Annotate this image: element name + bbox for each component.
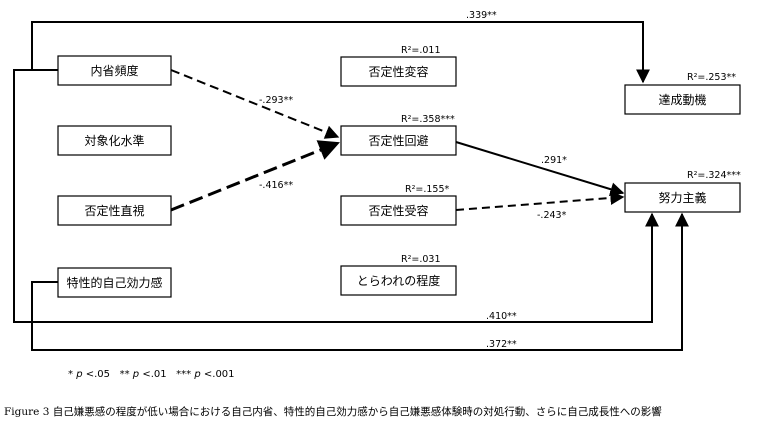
significance-legend: * p <.05 ** p <.01 *** p <.001 — [68, 369, 235, 380]
box-torawaren-label: とらわれの程度 — [357, 273, 440, 288]
box-torawaren: とらわれの程度 — [340, 265, 457, 296]
r2-juyou: R²=.155* — [405, 184, 450, 195]
figure-caption: Figure 3 自己嫌悪感の程度が低い場合における自己内省、特性的自己効力感か… — [4, 406, 662, 418]
box-hiteisei-henyou-label: 否定性変容 — [368, 64, 428, 79]
legend-sig2-val: <.01 — [142, 369, 167, 380]
box-naisei-label: 内省頻度 — [90, 63, 138, 78]
legend-sig3-p: p — [194, 369, 201, 380]
box-doryoku: 努力主義 — [624, 182, 741, 213]
path-coef-naisei-kaihi: -.293** — [259, 95, 293, 106]
r2-torawaren: R²=.031 — [401, 254, 441, 265]
path-line-tokusei-doryoku — [31, 212, 689, 351]
path-line-juyou-doryoku — [455, 190, 625, 211]
path-coef-kaihi-doryoku: .291* — [541, 155, 567, 166]
r2-tassei: R²=.253** — [687, 72, 736, 83]
box-tokuseiteki: 特性的自己効力感 — [57, 267, 172, 298]
path-coef-bottom2: .372** — [486, 339, 517, 350]
legend-sig2-stars: ** — [119, 369, 130, 380]
box-tassei-label: 達成動機 — [658, 92, 706, 107]
path-line-chokushi-kaihi — [170, 140, 340, 212]
path-line-kaihi-doryoku — [455, 141, 625, 197]
box-hiteisei-henyou: 否定性変容 — [340, 56, 457, 87]
path-coef-bottom1: .410** — [486, 311, 517, 322]
legend-sig1-stars: * — [68, 369, 73, 380]
r2-doryoku: R²=.324*** — [687, 170, 741, 181]
box-taishouka-label: 対象化水準 — [84, 133, 144, 148]
box-naisei: 内省頻度 — [57, 55, 172, 86]
legend-sig2-p: p — [132, 369, 140, 380]
box-hiteisei-chokushi: 否定性直視 — [57, 195, 172, 226]
box-hiteisei-chokushi-label: 否定性直視 — [84, 203, 144, 218]
legend-sig1-p: p — [76, 369, 83, 380]
legend-sig3-stars: *** — [176, 369, 192, 380]
box-hiteisei-juyou-label: 否定性受容 — [368, 203, 428, 218]
box-tokuseiteki-label: 特性的自己効力感 — [66, 275, 162, 290]
box-hiteisei-juyou: 否定性受容 — [340, 195, 457, 226]
r2-kaihi: R²=.358*** — [401, 114, 455, 125]
box-tassei: 達成動機 — [624, 84, 741, 115]
box-doryoku-label: 努力主義 — [658, 190, 706, 205]
path-coef-juyou-doryoku: -.243* — [537, 210, 567, 221]
path-coef-chokushi-kaihi: -.416** — [259, 180, 293, 191]
legend-sig1-val: <.05 — [85, 369, 111, 380]
path-line-naisei-kaihi — [170, 69, 340, 139]
box-taishouka: 対象化水準 — [57, 125, 172, 156]
path-line-naisei-doryoku — [13, 69, 659, 323]
r2-henyou: R²=.011 — [401, 45, 441, 56]
box-hiteisei-kaihi: 否定性回避 — [340, 125, 457, 156]
box-hiteisei-kaihi-label: 否定性回避 — [368, 133, 428, 148]
legend-sig3-val: <.001 — [203, 369, 235, 380]
path-coef-top: .339** — [466, 10, 497, 21]
